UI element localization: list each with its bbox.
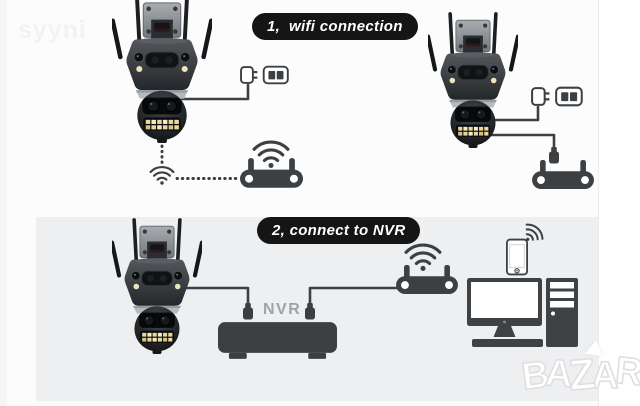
usb-plug-icon — [242, 302, 254, 320]
router-icon — [532, 159, 594, 189]
bazar-hat-icon — [585, 338, 605, 357]
security-camera-icon — [112, 218, 202, 355]
left-edge-strip — [0, 0, 7, 406]
marketplace-watermark: B A Z A R — [519, 338, 640, 401]
seller-watermark: syyni — [18, 16, 87, 44]
step-1-badge: 1, wifi connection — [252, 13, 418, 40]
security-camera-icon — [428, 12, 518, 149]
router-icon — [240, 157, 303, 188]
security-camera-icon — [112, 0, 212, 144]
bazar-letter: R — [612, 349, 640, 395]
power-adapter-icon — [240, 62, 289, 88]
nvr-box-icon — [218, 322, 337, 359]
right-edge-strip — [598, 0, 640, 406]
computer-icon — [467, 278, 578, 347]
bazar-letter: A — [590, 355, 619, 397]
nvr-label: NVR — [263, 301, 302, 318]
power-adapter-icon — [531, 83, 583, 110]
step-2-badge: 2, connect to NVR — [257, 217, 421, 244]
bazar-letter: Z — [566, 349, 598, 401]
phone-icon — [506, 238, 528, 276]
wifi-icon — [148, 164, 176, 185]
router-icon — [396, 264, 458, 294]
usb-plug-icon — [304, 302, 316, 320]
